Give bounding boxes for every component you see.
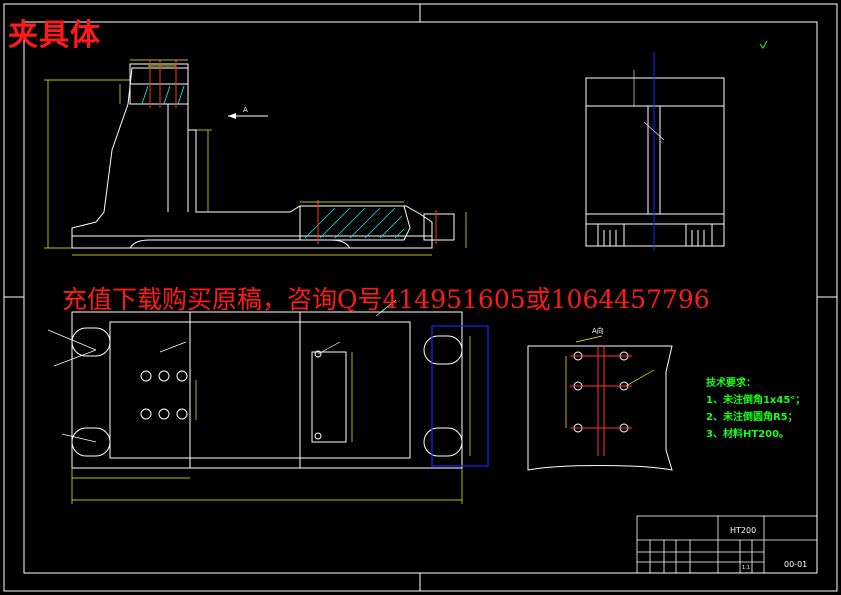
side-view-dims (633, 70, 665, 141)
front-view-hatch (304, 207, 405, 239)
surface-finish-icon (759, 40, 768, 49)
title-block (636, 515, 818, 574)
view-a-dims (565, 335, 655, 428)
tech-req-item: 1、未注倒角1x45°； (706, 395, 806, 406)
top-view-dimensions (71, 336, 471, 504)
side-view (585, 77, 725, 247)
promo-text: 充值下载购买原稿，咨询Q号414951605或1064457796 (62, 285, 710, 314)
view-a-centerlines (570, 346, 632, 456)
top-view-blue-outline (431, 325, 489, 467)
tech-req-heading: 技术要求： (706, 378, 756, 389)
section-a-marker: A (228, 106, 268, 119)
material-label: HT200 (730, 526, 756, 535)
view-a (527, 345, 673, 471)
scale-ratio: 1:1 (742, 565, 750, 571)
front-view-centerlines (149, 60, 437, 244)
front-view-top-hatch (141, 85, 185, 105)
drawing-number: 00-01 (784, 560, 807, 569)
front-view (71, 63, 455, 249)
section-a-label: A (243, 106, 248, 114)
sheet-frame (3, 3, 838, 592)
technical-requirements: 技术要求： 1、未注倒角1x45°； 2、未注倒圆角R5； 3、材料HT200。 (706, 375, 805, 443)
top-view (71, 311, 463, 469)
view-a-label: A向 (592, 326, 604, 335)
front-view-dimensions (44, 59, 467, 256)
tech-req-item: 2、未注倒圆角R5； (706, 412, 798, 423)
tech-req-item: 3、材料HT200。 (706, 429, 790, 440)
drawing-title: 夹具体 (8, 18, 101, 53)
top-view-leaders (47, 299, 397, 443)
